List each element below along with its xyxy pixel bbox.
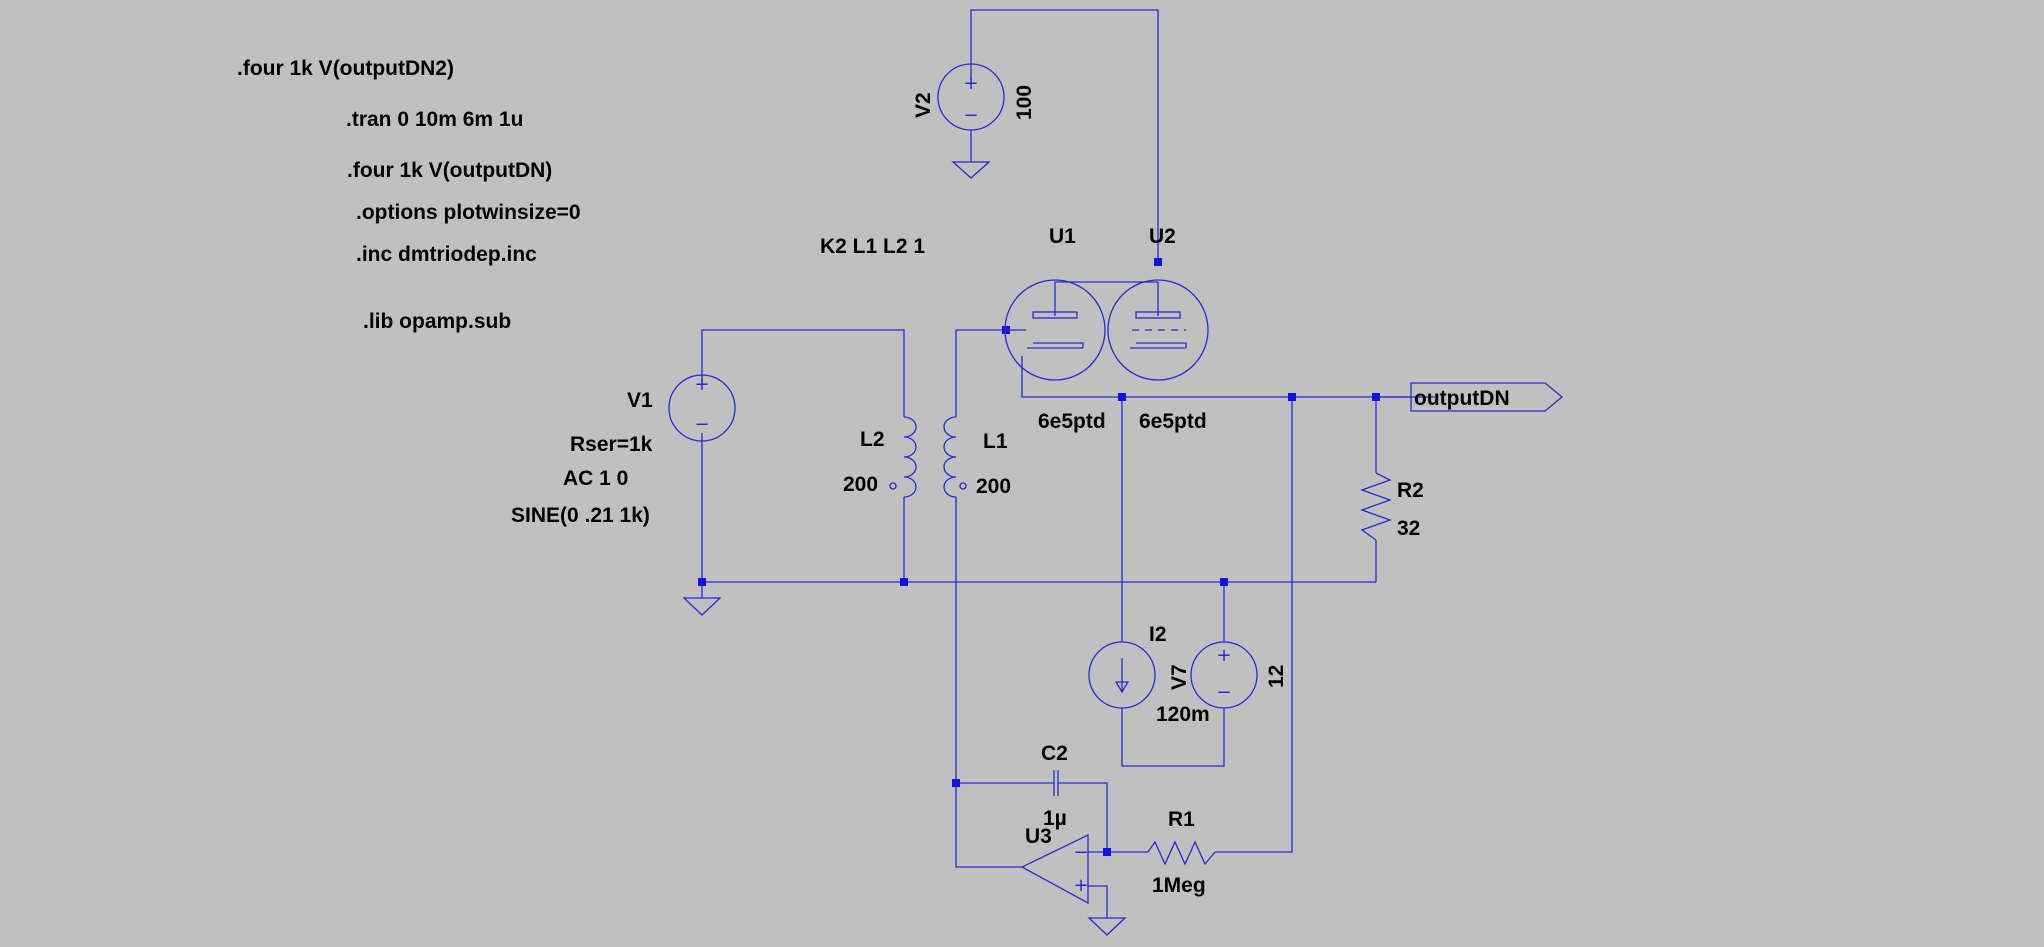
r1-value: 1Meg: [1152, 874, 1206, 897]
c2-value: 1µ: [1043, 807, 1067, 830]
v1-rser: Rser=1k: [570, 433, 653, 456]
resistor-r2[interactable]: [1360, 472, 1392, 541]
wire-i2-v7-bottom[interactable]: [1121, 708, 1225, 767]
wire-r1-right[interactable]: [1215, 397, 1293, 853]
junction-dot: [900, 578, 908, 586]
polarity-dot: [959, 482, 967, 490]
wire-u1-cathode[interactable]: [1021, 356, 1435, 398]
voltage-source-v7[interactable]: + −: [1190, 641, 1258, 709]
v7-name: V7: [1168, 664, 1191, 690]
junction-dot: [1372, 393, 1380, 401]
minus-sign: −: [1073, 842, 1088, 863]
minus-sign: −: [694, 414, 709, 435]
r1-name: R1: [1168, 808, 1195, 831]
directive-lib[interactable]: .lib opamp.sub: [363, 310, 511, 333]
wire-v2-top[interactable]: [970, 9, 1159, 262]
directive-four-outputdn[interactable]: .four 1k V(outputDN): [347, 159, 552, 182]
directive-options[interactable]: .options plotwinsize=0: [356, 201, 581, 224]
i2-name: I2: [1149, 623, 1167, 646]
c2-name: C2: [1041, 742, 1068, 765]
junction-dot: [1154, 258, 1162, 266]
i2-value: 120m: [1156, 703, 1210, 726]
ground-icon: [682, 597, 722, 616]
wire-opamp-out[interactable]: [955, 783, 1022, 868]
v2-name: V2: [912, 92, 935, 118]
l1-name: L1: [983, 430, 1008, 453]
l2-name: L2: [860, 428, 885, 451]
l2-value: 200: [843, 473, 878, 496]
v7-value: 12: [1265, 665, 1288, 688]
r2-name: R2: [1397, 479, 1424, 502]
wire-u1-plate[interactable]: [1054, 281, 1159, 316]
v2-value: 100: [1013, 85, 1036, 120]
u2-value: 6e5ptd: [1139, 410, 1207, 433]
directive-tran[interactable]: .tran 0 10m 6m 1u: [346, 108, 523, 131]
minus-sign: −: [1216, 682, 1231, 703]
voltage-source-v2[interactable]: + −: [937, 63, 1005, 179]
capacitor-c2[interactable]: [1053, 770, 1059, 796]
v1-ac: AC 1 0: [563, 467, 628, 490]
plus-sign: +: [1216, 645, 1231, 666]
inductor-l1[interactable]: [943, 416, 967, 498]
junction-dot: [1220, 578, 1228, 586]
opamp-u3[interactable]: − +: [1020, 833, 1127, 936]
voltage-source-v1[interactable]: + −: [668, 374, 736, 616]
inductor-l2[interactable]: [889, 416, 917, 498]
triode-u2[interactable]: [1107, 279, 1209, 381]
r2-value: 32: [1397, 517, 1420, 540]
v1-sine: SINE(0 .21 1k): [511, 504, 650, 527]
wire-c2-right[interactable]: [1058, 782, 1108, 852]
junction-dot: [952, 779, 960, 787]
triode-u1[interactable]: [1004, 279, 1106, 381]
junction-dot: [1103, 848, 1111, 856]
junction-dot: [1288, 393, 1296, 401]
wire-l1-grid[interactable]: [955, 329, 1006, 417]
u1-value: 6e5ptd: [1038, 410, 1106, 433]
wire-v1-top[interactable]: [701, 329, 905, 417]
component-labels: V2 100 U1 U2 6e5ptd 6e5ptd V1 Rser=1k AC…: [511, 85, 1424, 897]
junction-dot: [1118, 393, 1126, 401]
ground-icon: [951, 161, 991, 179]
spice-directives: .four 1k V(outputDN2) .tran 0 10m 6m 1u …: [237, 57, 925, 333]
l1-value: 200: [976, 475, 1011, 498]
wire-opamp-noninv[interactable]: [1088, 885, 1108, 918]
plus-sign: +: [694, 374, 709, 395]
net-label-outputdn[interactable]: outputDN: [1410, 382, 1564, 412]
ground-icon: [1087, 917, 1127, 936]
junction-dot: [698, 578, 706, 586]
current-source-i2[interactable]: [1088, 641, 1156, 709]
minus-sign: −: [963, 105, 978, 126]
wires: [701, 9, 1435, 918]
v1-name: V1: [627, 389, 653, 412]
plus-sign: +: [963, 73, 978, 94]
plus-sign: +: [1073, 875, 1088, 896]
net-label-text: outputDN: [1414, 387, 1510, 410]
u2-name: U2: [1149, 225, 1176, 248]
directive-coupling[interactable]: K2 L1 L2 1: [820, 235, 925, 258]
directive-four-outputdn2[interactable]: .four 1k V(outputDN2): [237, 57, 454, 80]
resistor-r1[interactable]: [1147, 840, 1216, 866]
u3-name: U3: [1025, 825, 1052, 848]
u1-name: U1: [1049, 225, 1076, 248]
polarity-dot: [889, 482, 897, 490]
directive-inc[interactable]: .inc dmtriodep.inc: [356, 243, 537, 266]
